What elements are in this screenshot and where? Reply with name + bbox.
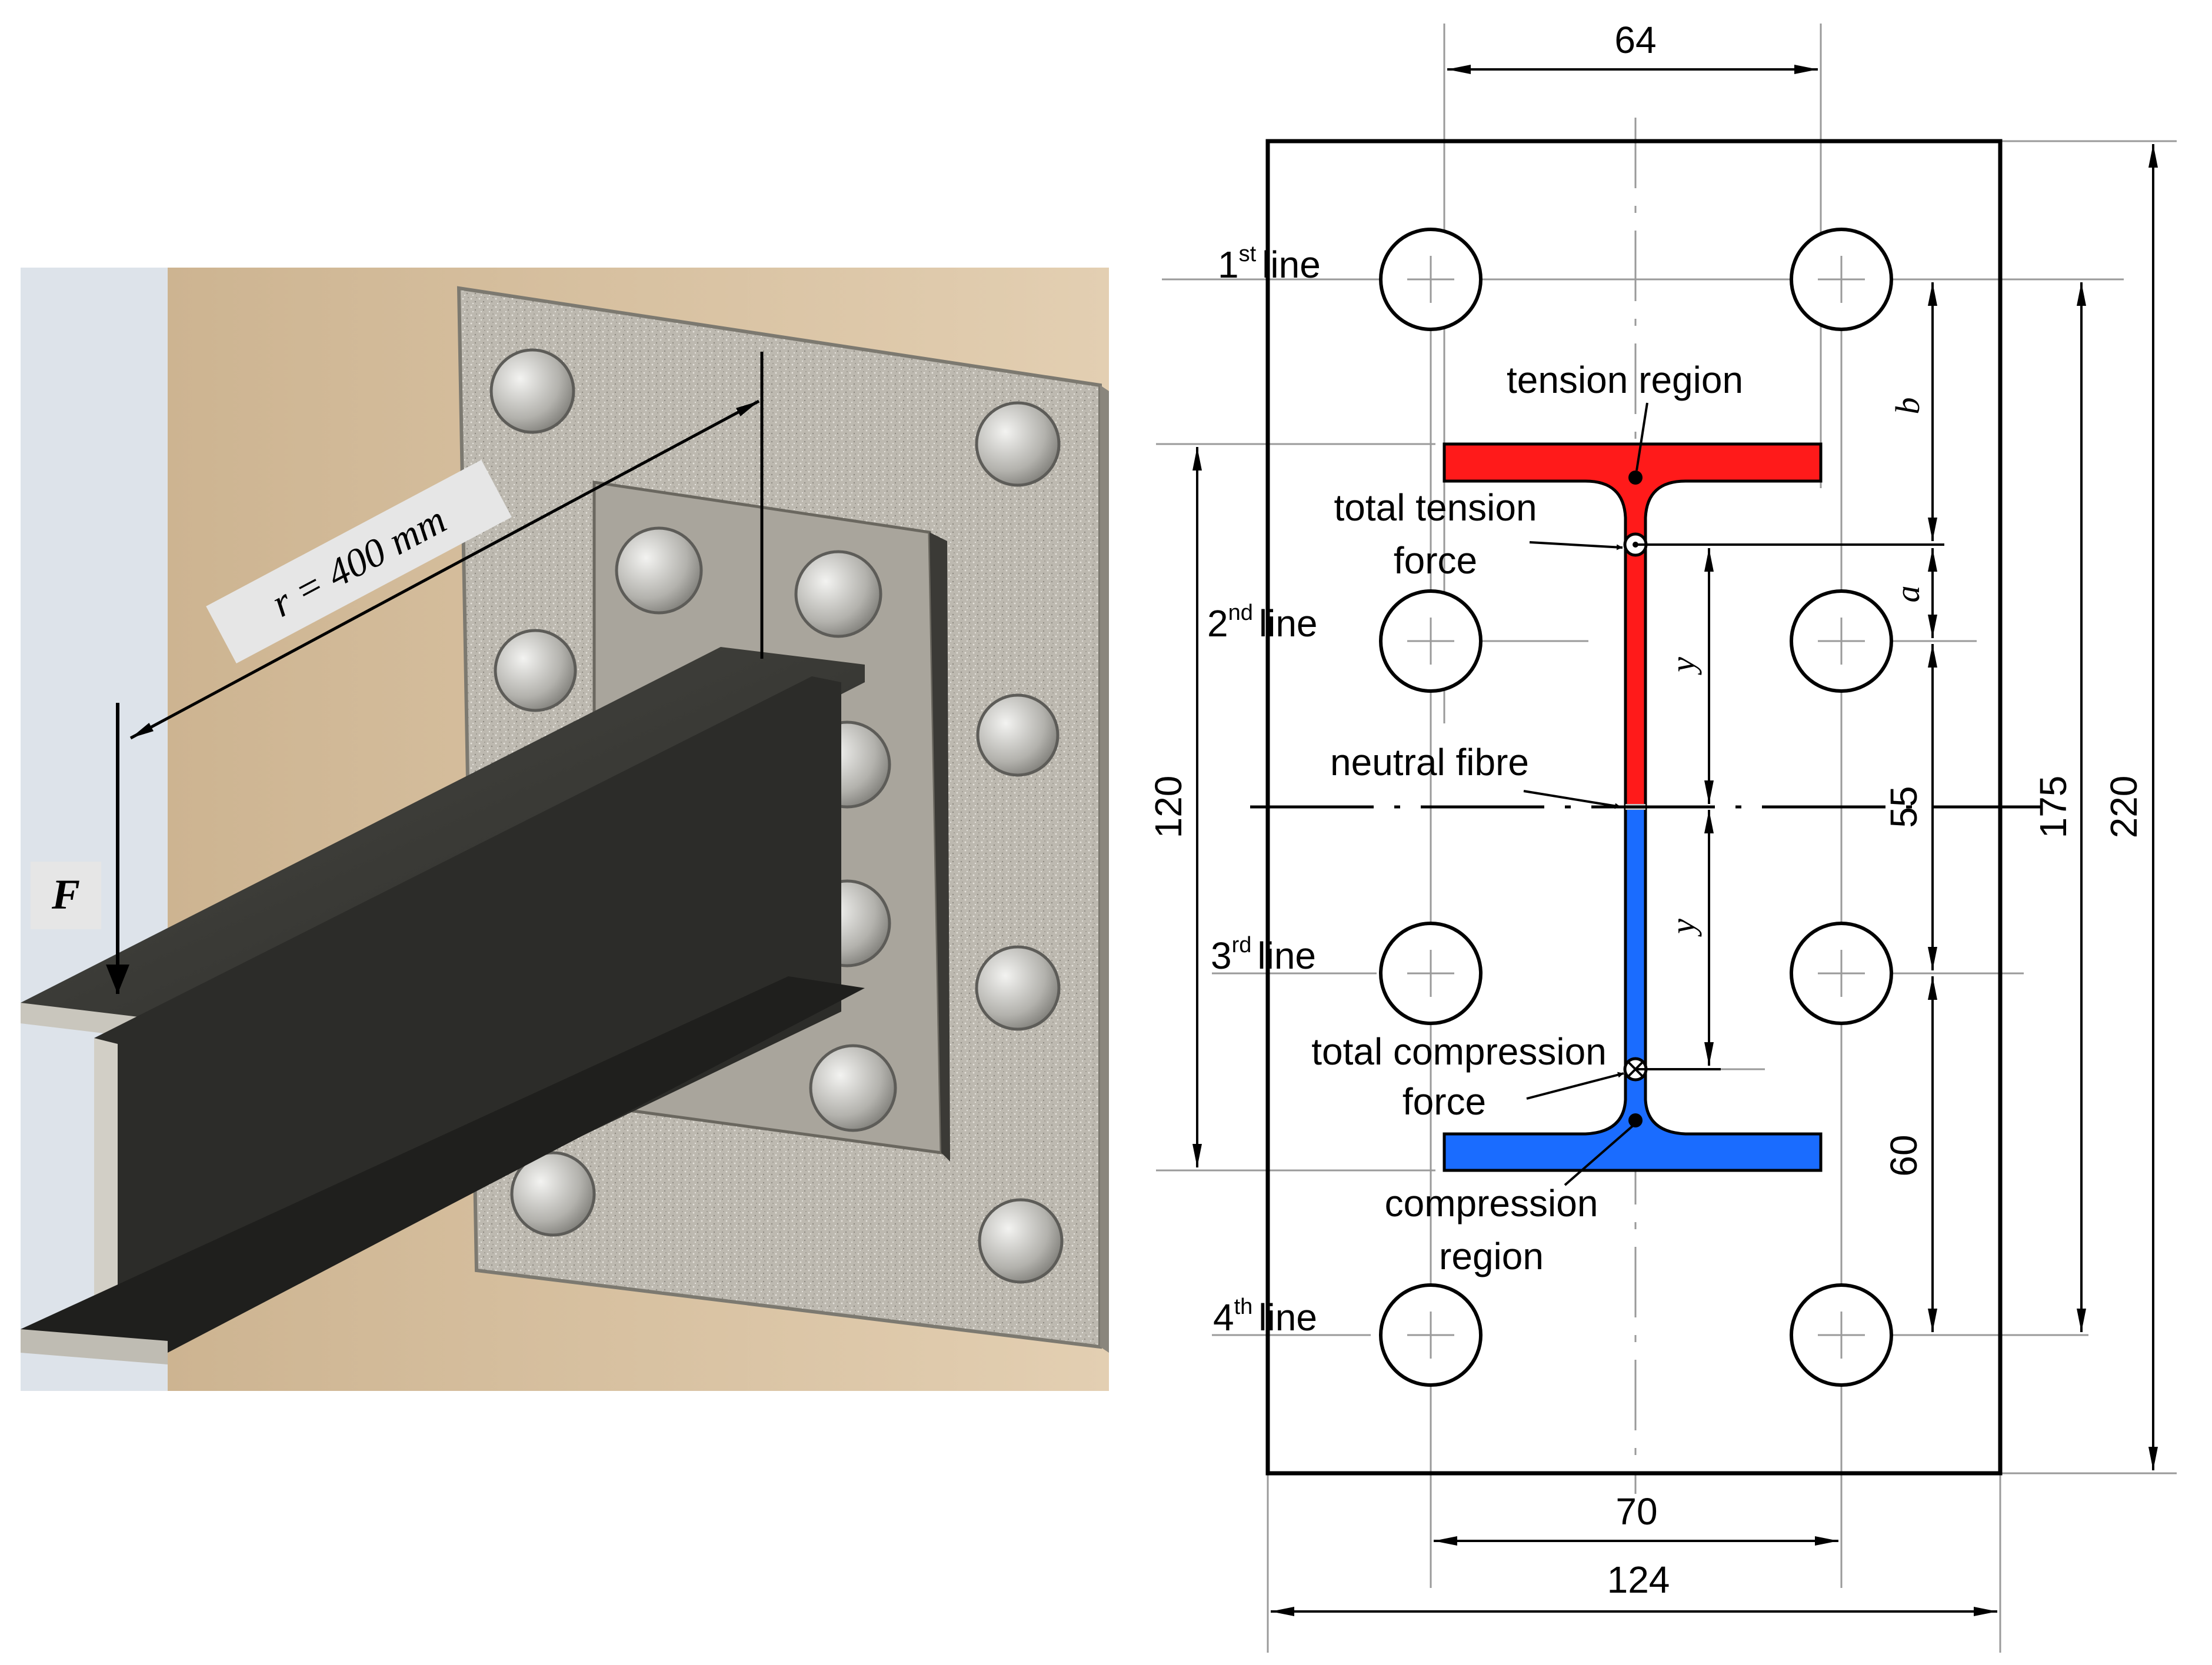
dim-y-upper-label: y	[1664, 657, 1702, 675]
neutral-fibre-label: neutral fibre	[1330, 741, 1529, 783]
dim-a-label: a	[1888, 586, 1927, 603]
dim-64-label: 64	[1614, 19, 1656, 61]
total-tension-label-line1: total tension	[1334, 486, 1537, 529]
beam-bottom-flange	[21, 976, 865, 1353]
bolt-head	[794, 550, 882, 638]
beam-web-shade	[94, 1038, 118, 1359]
dim-70-label: 70	[1615, 1490, 1657, 1533]
dimension-lines	[1192, 65, 2158, 1616]
compression-region-label-line2: region	[1439, 1235, 1544, 1277]
total-compression-label-line2: force	[1403, 1080, 1486, 1123]
dim-55-label: 55	[1883, 786, 1925, 828]
force-label: F	[51, 871, 80, 918]
dim-60-label: 60	[1883, 1135, 1925, 1176]
dim-175-label: 175	[2032, 776, 2074, 839]
total-compression-label-line1: total compression	[1311, 1030, 1607, 1073]
bolt-head	[809, 1044, 897, 1132]
bolt-head	[510, 1151, 596, 1237]
leader-lines	[1523, 402, 1648, 1186]
total-tension-label-line2: force	[1394, 539, 1477, 582]
beam-top-flange	[21, 647, 865, 1038]
bolt-head	[615, 526, 703, 615]
compression-region-label-line1: compression	[1385, 1182, 1598, 1224]
tension-region-dot	[1628, 471, 1643, 485]
force-label-box	[31, 862, 101, 929]
dim-y-lower-label: y	[1664, 919, 1702, 937]
beam-web	[94, 676, 841, 1359]
stiffener-edge	[930, 532, 950, 1162]
bolt-head	[975, 945, 1061, 1031]
radius-arrow	[129, 399, 760, 740]
bolt-head	[489, 348, 575, 434]
bolt-head	[494, 629, 577, 712]
dim-120-label: 120	[1147, 776, 1190, 839]
dim-124-label: 124	[1607, 1559, 1670, 1601]
bolt-head	[978, 1198, 1064, 1284]
bolt-head	[975, 401, 1061, 487]
beam-bottom-end	[21, 1329, 168, 1364]
i-beam	[21, 647, 865, 1364]
compression-region-dot	[1628, 1113, 1643, 1127]
end-plate-edge	[1100, 385, 1109, 1353]
end-plate-drawing: 64 70 124 120 55 60 175 220 b a y y 1stl…	[1147, 19, 2177, 1653]
dim-220-label: 220	[2103, 776, 2145, 839]
compression-region	[1443, 805, 1823, 1172]
tension-region-label: tension region	[1507, 359, 1743, 401]
beam-connection-render: r = 400 mm F	[21, 268, 1109, 1391]
bolt-head	[976, 693, 1060, 777]
bolt-hole-crosshairs	[1407, 256, 1865, 1359]
dim-b-label: b	[1888, 398, 1927, 415]
